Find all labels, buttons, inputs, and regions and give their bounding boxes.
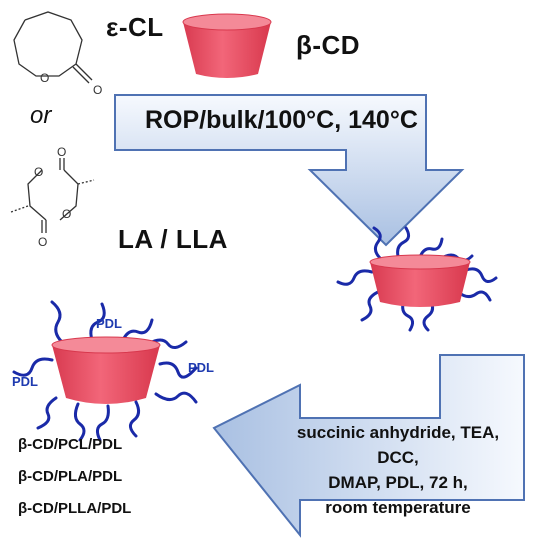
caprolactone-label: ε-CL bbox=[106, 12, 164, 42]
cyclodextrin-star-intermediate bbox=[336, 226, 498, 332]
step2-line2: DMAP, PDL, 72 h, bbox=[328, 473, 468, 492]
lactide-label: LA / LLA bbox=[118, 224, 228, 254]
product-item-plla: β-CD/PLLA/PDL bbox=[18, 500, 132, 517]
step2-conditions: succinic anhydride, TEA, DCC, DMAP, PDL,… bbox=[278, 420, 518, 520]
step2-line3: room temperature bbox=[325, 498, 471, 517]
lactide-oxygen-bottom: O bbox=[38, 235, 47, 249]
or-label: or bbox=[30, 102, 52, 129]
caprolactone-carbonyl-oxygen: O bbox=[93, 83, 102, 97]
step2-line1: succinic anhydride, TEA, DCC, bbox=[296, 423, 500, 467]
lactide-ring-oxygen-left: O bbox=[34, 165, 43, 179]
lactide-oxygen-top: O bbox=[57, 145, 66, 159]
lactide-structure bbox=[10, 158, 95, 233]
cyclodextrin-cup-top bbox=[182, 13, 272, 78]
lactide-ring-oxygen-right: O bbox=[62, 207, 71, 221]
pdl-label-top: PDL bbox=[96, 316, 122, 331]
arrow-ring-opening bbox=[114, 94, 465, 247]
pdl-label-left: PDL bbox=[12, 374, 38, 389]
cyclodextrin-label: β-CD bbox=[296, 30, 361, 60]
arrow-functionalization bbox=[212, 354, 525, 538]
cyclodextrin-star-product bbox=[12, 300, 198, 442]
pdl-label-right: PDL bbox=[188, 360, 214, 375]
step1-conditions: ROP/bulk/100°C, 140°C bbox=[145, 106, 418, 134]
product-item-pla: β-CD/PLA/PDL bbox=[18, 468, 123, 485]
caprolactone-oxygen-atom: O bbox=[40, 71, 49, 85]
product-item-pcl: β-CD/PCL/PDL bbox=[18, 436, 123, 453]
caprolactone-structure bbox=[13, 11, 93, 84]
